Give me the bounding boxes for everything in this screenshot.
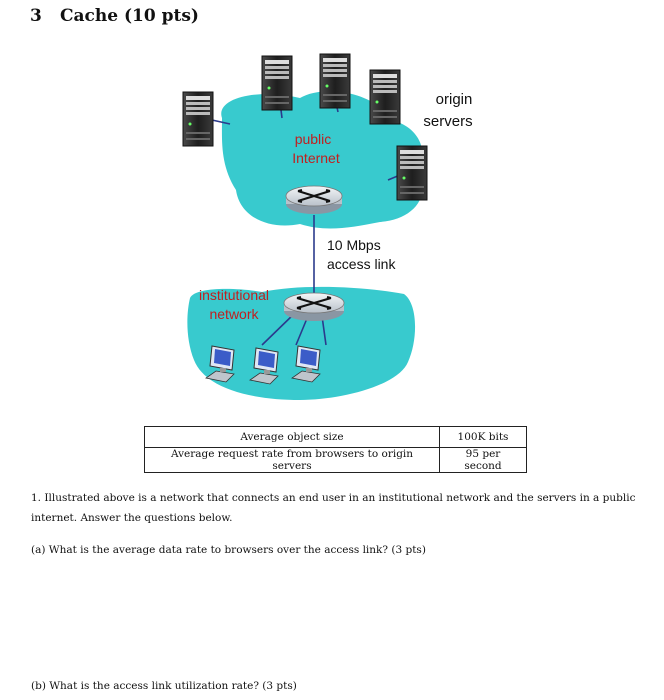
section-number: 3 xyxy=(30,6,42,26)
section-title: Cache (10 pts) xyxy=(60,6,199,26)
origin-servers-label-line1: origin xyxy=(436,91,473,108)
server-icon xyxy=(369,69,401,125)
router-icon xyxy=(283,292,345,321)
router-icon xyxy=(285,185,343,214)
table-cell-label: Average request rate from browsers to or… xyxy=(144,447,440,473)
access-link-label-line1: 10 Mbps xyxy=(327,237,381,253)
institutional-network-label-line2: network xyxy=(209,306,259,322)
question-a: (a) What is the average data rate to bro… xyxy=(31,544,426,556)
access-link-label-line2: access link xyxy=(327,256,396,272)
table-row: Average object size 100K bits xyxy=(144,426,527,448)
server-icon xyxy=(182,91,214,147)
table-row: Average request rate from browsers to or… xyxy=(144,447,527,473)
public-internet-label-line2: Internet xyxy=(292,150,340,166)
institutional-network-cloud xyxy=(187,286,416,400)
server-icon xyxy=(319,53,351,109)
institutional-network-label-line1: institutional xyxy=(199,287,269,303)
network-diagram: origin servers public Internet 10 Mbps a… xyxy=(182,53,473,400)
table-cell-label: Average object size xyxy=(144,426,440,448)
parameters-table: Average object size 100K bits Average re… xyxy=(144,426,527,473)
public-internet-label-line1: public xyxy=(295,131,332,147)
public-internet-cloud xyxy=(221,91,423,229)
origin-servers-label-line2: servers xyxy=(423,113,472,130)
server-icon xyxy=(261,55,293,111)
question-intro: 1. Illustrated above is a network that c… xyxy=(31,492,636,524)
server-icon xyxy=(396,145,428,201)
question-b: (b) What is the access link utilization … xyxy=(31,680,297,692)
table-cell-value: 100K bits xyxy=(439,426,527,448)
section-heading: 3 Cache (10 pts) xyxy=(30,6,199,26)
table-cell-value: 95 per second xyxy=(439,447,527,473)
